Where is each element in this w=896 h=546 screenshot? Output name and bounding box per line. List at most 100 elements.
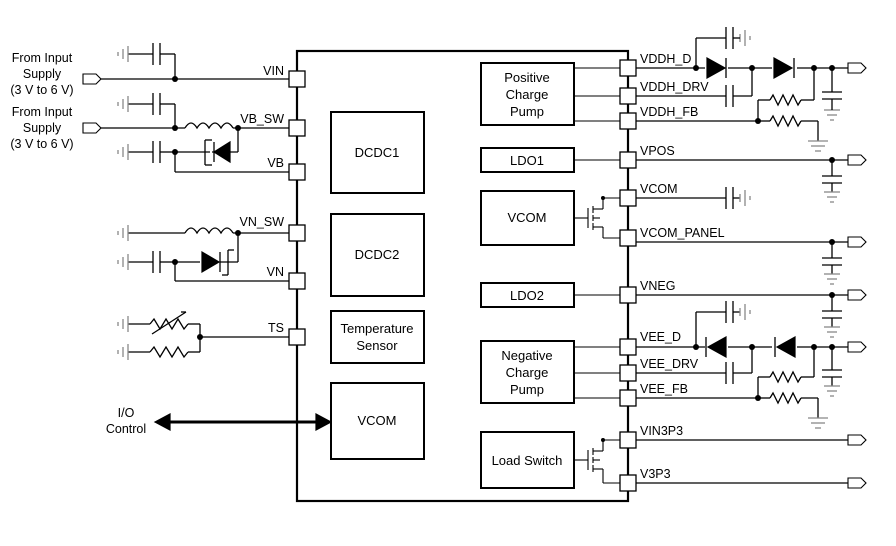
vee-output-connector-icon — [847, 341, 867, 353]
pin-vin — [288, 70, 306, 88]
vneg-network — [636, 292, 848, 338]
block-positive-charge-pump — [480, 62, 575, 126]
pin-vb-sw-label: VB_SW — [240, 112, 284, 126]
internal-right-wiring — [574, 67, 620, 484]
vee-diode-1-icon — [706, 335, 727, 359]
pin-vneg — [619, 286, 637, 304]
block-load-switch — [480, 431, 575, 489]
pin-vddh-d — [619, 59, 637, 77]
svg-text:Temperature: Temperature — [341, 321, 414, 336]
block-dcdc2 — [330, 213, 425, 297]
block-ldo1-label: LDO1 — [510, 153, 544, 168]
input-connector-2-icon — [82, 122, 102, 134]
block-load-switch-label: Load Switch — [492, 453, 563, 468]
block-vcom-right — [480, 190, 575, 246]
svg-text:Charge: Charge — [506, 87, 549, 102]
vb-diode-icon — [212, 140, 231, 164]
pin-v3p3 — [619, 474, 637, 492]
pin-vneg-label: VNEG — [640, 279, 675, 293]
svg-text:(3 V to 6 V): (3 V to 6 V) — [10, 83, 73, 97]
pin-vddh-d-label: VDDH_D — [640, 52, 691, 66]
vcom-panel-network — [636, 239, 848, 285]
block-negative-charge-pump-label: Negative Charge Pump — [501, 348, 552, 397]
pin-vn-sw — [288, 224, 306, 242]
vpos-network — [636, 157, 848, 203]
svg-text:From Input: From Input — [12, 51, 73, 65]
v3p3-connector-icon — [847, 477, 867, 489]
pin-vee-d — [619, 338, 637, 356]
pin-v3p3-label: V3P3 — [640, 467, 671, 481]
block-dcdc1-label: DCDC1 — [355, 145, 400, 160]
block-ldo2 — [480, 282, 575, 308]
block-positive-charge-pump-label: Positive Charge Pump — [504, 70, 550, 119]
svg-text:(3 V to 6 V): (3 V to 6 V) — [10, 137, 73, 151]
io-control-label: I/O Control — [106, 406, 146, 436]
pin-vb-sw — [288, 119, 306, 137]
block-vcom-left-label: VCOM — [358, 413, 397, 428]
pin-vddh-fb-label: VDDH_FB — [640, 105, 698, 119]
pin-vb — [288, 163, 306, 181]
svg-text:From Input: From Input — [12, 105, 73, 119]
pin-vcom-label: VCOM — [640, 182, 678, 196]
pin-vddh-drv — [619, 87, 637, 105]
pin-ts-label: TS — [268, 321, 284, 335]
pin-vn-sw-label: VN_SW — [240, 215, 285, 229]
pin-vee-d-label: VEE_D — [640, 330, 681, 344]
block-temperature-sensor — [330, 310, 425, 364]
vddh-diode-1-icon — [706, 56, 727, 80]
block-dcdc2-label: DCDC2 — [355, 247, 400, 262]
pin-vee-drv-label: VEE_DRV — [640, 357, 699, 371]
pin-vee-drv — [619, 364, 637, 382]
svg-text:Positive: Positive — [504, 70, 550, 85]
pin-vee-fb-label: VEE_FB — [640, 382, 688, 396]
vee-network — [636, 301, 848, 429]
vin3p3-connector-icon — [847, 434, 867, 446]
vddh-diode-2-icon — [773, 56, 794, 80]
svg-text:Pump: Pump — [510, 382, 544, 397]
pin-vin3p3-label: VIN3P3 — [640, 424, 683, 438]
vn-network — [117, 225, 297, 282]
block-vcom-left — [330, 382, 425, 460]
pin-ts — [288, 328, 306, 346]
input-connector-1-icon — [82, 73, 102, 85]
io-bidirectional-arrow — [153, 413, 333, 431]
pin-vpos-label: VPOS — [640, 144, 675, 158]
right-pin-labels: VDDH_D VDDH_DRV VDDH_FB VPOS VCOM VCOM_P… — [640, 52, 725, 481]
block-negative-charge-pump — [480, 340, 575, 404]
pin-vcom-panel-label: VCOM_PANEL — [640, 226, 725, 240]
vn-diode-icon — [201, 250, 221, 274]
ts-network — [117, 311, 297, 360]
svg-text:Supply: Supply — [23, 67, 62, 81]
load-switch-outputs — [636, 439, 848, 484]
vcom-panel-output-connector-icon — [847, 236, 867, 248]
vee-diode-2-icon — [775, 335, 796, 359]
vb-network — [101, 93, 297, 173]
vpos-output-connector-icon — [847, 154, 867, 166]
pin-vpos — [619, 151, 637, 169]
input-supply-2-label: From Input Supply (3 V to 6 V) — [10, 105, 73, 151]
pin-vddh-fb — [619, 112, 637, 130]
svg-text:Pump: Pump — [510, 104, 544, 119]
svg-text:Charge: Charge — [506, 365, 549, 380]
vddh-network — [636, 27, 848, 152]
pin-vb-label: VB — [267, 156, 284, 170]
svg-text:I/O: I/O — [118, 406, 135, 420]
svg-text:Negative: Negative — [501, 348, 552, 363]
vin-network — [101, 43, 297, 82]
block-ldo2-label: LDO2 — [510, 288, 544, 303]
svg-text:Supply: Supply — [23, 121, 62, 135]
vneg-output-connector-icon — [847, 289, 867, 301]
input-supply-1-label: From Input Supply (3 V to 6 V) — [10, 51, 73, 97]
pin-vn-label: VN — [267, 265, 284, 279]
vddh-output-connector-icon — [847, 62, 867, 74]
block-dcdc1 — [330, 111, 425, 194]
vcom-network — [636, 187, 751, 209]
block-vcom-right-label: VCOM — [508, 210, 547, 225]
pin-vin3p3 — [619, 431, 637, 449]
pin-vin-label: VIN — [263, 64, 284, 78]
pin-vddh-drv-label: VDDH_DRV — [640, 80, 709, 94]
pin-vcom-panel — [619, 229, 637, 247]
block-temperature-sensor-label: Temperature Sensor — [341, 321, 414, 353]
pin-vn — [288, 272, 306, 290]
